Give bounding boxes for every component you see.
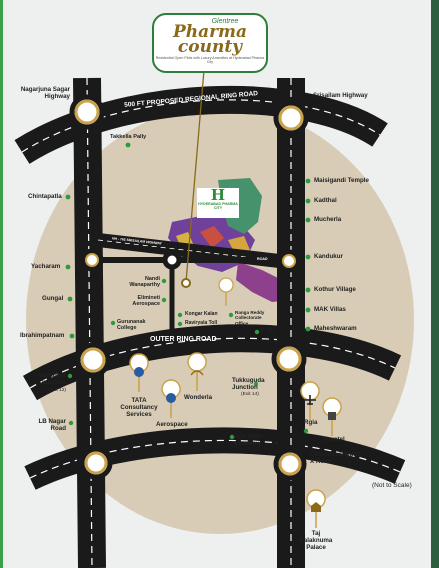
pin-icon-taj (306, 489, 326, 529)
place-maisigandi-temple: Maisigandi Temple (314, 177, 369, 184)
place-gurunanak-college: Gurunanak College (117, 319, 146, 332)
pin-icon-tcs (129, 353, 149, 393)
pin-icon-ecity (218, 277, 234, 307)
place-wonderla: Wonderla (184, 394, 213, 401)
road-small-label: ROAD (257, 257, 268, 261)
place-nagarjuna-sagar-highway: Nagarjuna Sagar Highway (20, 86, 70, 101)
place-tukkuguda-exit: (Exit 14) (241, 392, 259, 397)
logo-tagline: Residential Open Plots with Luxury Ameni… (155, 56, 265, 64)
place-tukkuguda-junction: Tukkuguda Junction (232, 377, 265, 392)
bottom-road (24, 427, 406, 490)
not-to-scale-note: (Not to Scale) (372, 482, 412, 489)
logo-title-line1: Pharma (172, 22, 248, 42)
place-rgia: Rgia (304, 419, 318, 426)
project-logo-card: Glentree Pharma county Residential Open … (152, 13, 268, 73)
region-disc (26, 106, 414, 534)
connector-road (95, 257, 288, 340)
left-edge-strip (0, 0, 3, 568)
pharma-city-mark: H (210, 186, 226, 204)
place-novotel: Novotel (322, 436, 345, 443)
place-aerospace: Aerospace (156, 421, 188, 428)
place-raviryala-toll: Raviryala Toll (185, 320, 218, 326)
place-e-city: E City (261, 328, 276, 334)
place-chandrayangutta: Chandrayangutta X Road (310, 451, 361, 466)
place-srisailam-highway: Srisailam Highway (313, 92, 368, 99)
pin-icon-wonderla (187, 352, 207, 392)
pin-markers (129, 277, 342, 529)
outer-ring-road-label: OUTER RING ROAD (150, 336, 217, 343)
place-kandukur: Kandukur (314, 253, 343, 260)
project-site-marker (181, 278, 191, 288)
place-bongloor-junction: Bongloor Junction (38, 372, 67, 387)
junction-center (162, 250, 182, 270)
junction-rings (69, 94, 309, 481)
regional-ring-road (14, 85, 388, 164)
place-tcs: TATA Consultancy Services (120, 397, 158, 419)
outer-ring-road (22, 324, 402, 401)
logo-pointer-line (185, 69, 205, 283)
place-lb-nagar-road: LB Nagar Road (38, 418, 66, 433)
pharma-city-logo: H HYDERABAD PHARMA CITY (197, 188, 239, 218)
place-maheshwaram: Maheshwaram (314, 325, 357, 332)
pin-icon-aerospace (161, 379, 181, 419)
place-elimineti-aerospace: Elimineti Aerospace (132, 295, 160, 308)
place-kothur-village: Kothur Village (314, 286, 356, 293)
place-bongloor-exit: (Exit 12) (48, 388, 66, 393)
right-edge-strip (431, 0, 439, 568)
place-ibrahimpatnam: Ibrahimpatnam (20, 332, 65, 339)
place-taj-falaknuma: Taj Falaknuma Palace (300, 530, 333, 552)
place-nandi-wanaparthy: Nandi Wanaparthy (129, 276, 160, 289)
place-age-khan-academy: Age Khan Academy (234, 433, 263, 448)
left-vertical-road (73, 77, 106, 568)
pin-icon-novotel (322, 397, 342, 437)
logo-brand: Glentree (211, 18, 239, 25)
place-chintapatla: Chintapatla (28, 193, 62, 200)
place-kongar-kalan: Kongar Kalan (185, 311, 218, 317)
place-mak-villas: MAK Villas (314, 306, 346, 313)
place-takkella-pally: Takkella Pally (110, 134, 147, 140)
logo-title-line2: county (177, 37, 243, 57)
place-dots (65, 142, 311, 440)
place-gungal: Gungal (42, 295, 64, 302)
place-mucherla: Mucherla (314, 216, 342, 223)
pharma-city-name: HYDERABAD PHARMA CITY (198, 202, 238, 210)
pin-icon-rgia (300, 381, 320, 421)
place-ranga-reddy-collectorate: Ranga Reddy Collectorate Office (235, 310, 265, 326)
place-yacharam: Yacharam (31, 263, 61, 270)
place-kadthal: Kadthal (314, 197, 337, 204)
